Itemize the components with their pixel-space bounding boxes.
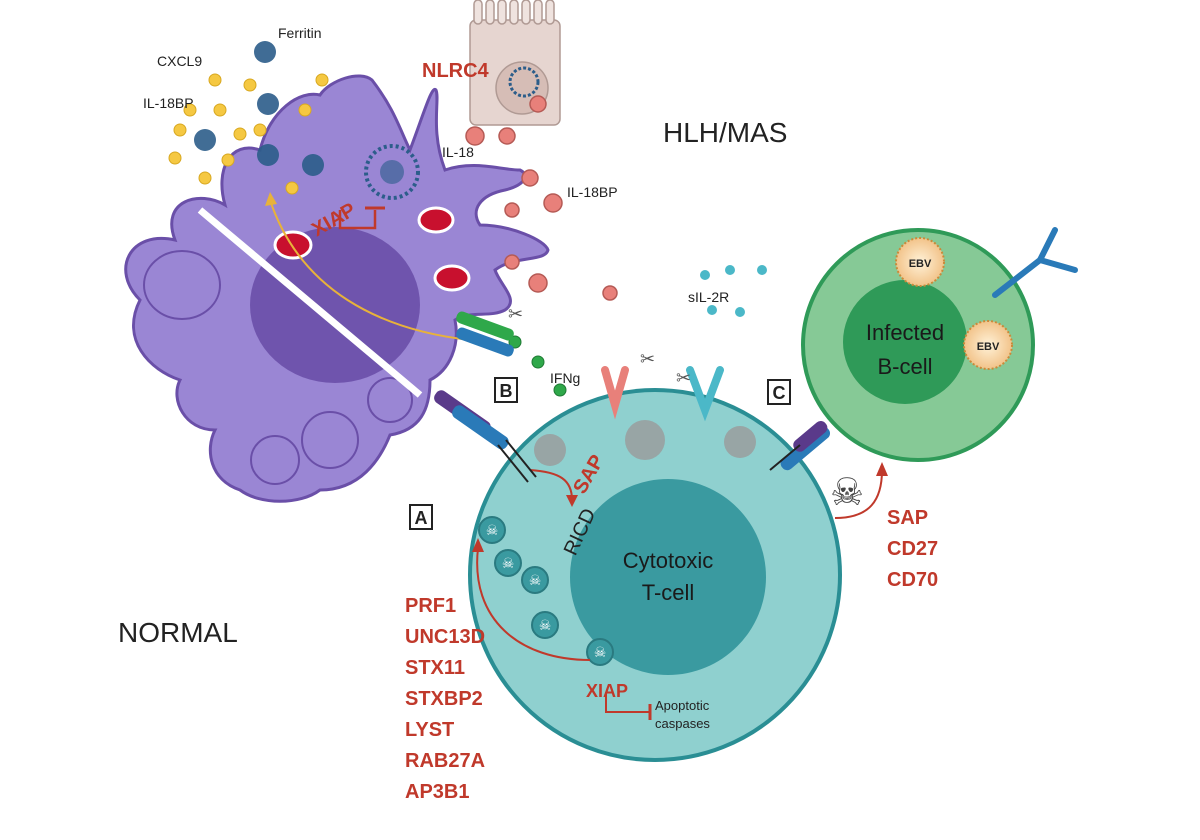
panel-label-b: B bbox=[500, 381, 513, 401]
tcr-receptor-c bbox=[769, 421, 831, 471]
antibody-icon bbox=[992, 227, 1078, 298]
il18-particles bbox=[465, 126, 618, 301]
gene-label: SAP bbox=[887, 507, 928, 529]
svg-text:✂: ✂ bbox=[640, 349, 655, 370]
xiap-tcell-inhibition bbox=[605, 692, 650, 713]
receptor-cluster bbox=[456, 311, 514, 357]
gene-label: PRF1 bbox=[405, 595, 456, 617]
ferritin-particles bbox=[194, 41, 324, 176]
epithelial-cell bbox=[469, 0, 561, 126]
panel-box-c bbox=[767, 379, 791, 405]
heading-normal: NORMAL bbox=[118, 617, 238, 648]
xiap-inhibition-line bbox=[338, 210, 377, 230]
cytotoxic-t-cell: ☠ ☠ ☠ ☠ ☠ bbox=[468, 388, 842, 762]
ebv-label-2: EBV bbox=[977, 341, 1000, 353]
secretion-arrowhead bbox=[265, 192, 277, 206]
gene-label: STX11 bbox=[405, 657, 465, 679]
sil2r-fragments bbox=[700, 265, 767, 317]
panel-box-b bbox=[494, 377, 518, 403]
infected-b-cell bbox=[801, 228, 1035, 462]
gene-list-bcell: SAP CD27 CD70 bbox=[887, 507, 938, 591]
sap-arrow bbox=[529, 469, 573, 501]
degranulation-arrowhead bbox=[472, 538, 484, 552]
label-xiap-tcell: XIAP bbox=[586, 681, 628, 701]
degranulation-arrow bbox=[476, 547, 591, 661]
label-il18: IL-18 bbox=[442, 144, 474, 160]
gene-label: CD27 bbox=[887, 538, 938, 560]
tcell-label-2: T-cell bbox=[642, 580, 695, 605]
label-sil2r: sIL-2R bbox=[688, 289, 729, 305]
svg-text:☠: ☠ bbox=[502, 556, 515, 572]
panel-box-a bbox=[409, 504, 433, 530]
svg-text:☠: ☠ bbox=[486, 523, 499, 539]
divider-line bbox=[197, 207, 423, 398]
label-cxcl9: CXCL9 bbox=[157, 53, 202, 69]
bcell-kill-arrowhead bbox=[876, 462, 888, 476]
label-nlrc4: NLRC4 bbox=[422, 60, 490, 82]
svg-text:☠: ☠ bbox=[529, 573, 542, 589]
bcell-label-2: B-cell bbox=[877, 354, 932, 379]
svg-text:☠: ☠ bbox=[594, 645, 607, 661]
bcell-kill-arrow bbox=[834, 469, 883, 519]
ebv-virus-1 bbox=[895, 237, 945, 287]
svg-text:✂: ✂ bbox=[676, 368, 691, 389]
svg-text:✂: ✂ bbox=[508, 304, 523, 325]
ebv-virus-2 bbox=[963, 320, 1013, 370]
cxcl9-particles bbox=[168, 73, 329, 195]
label-il18bp-left: IL-18BP bbox=[143, 95, 194, 111]
secretion-arrow bbox=[269, 199, 471, 341]
macrophage bbox=[124, 74, 550, 503]
label-apoptotic-2: caspases bbox=[655, 716, 710, 731]
gene-label: AP3B1 bbox=[405, 781, 469, 803]
label-ifng: IFNg bbox=[550, 370, 580, 386]
gene-label: RAB27A bbox=[405, 750, 485, 772]
tcell-label-1: Cytotoxic bbox=[623, 548, 713, 573]
scissors-icon: ✂ ✂ ✂ bbox=[508, 304, 691, 389]
panel-label-c: C bbox=[773, 383, 786, 403]
ebv-label-1: EBV bbox=[909, 258, 932, 270]
gene-label: STXBP2 bbox=[405, 688, 483, 710]
heading-hlh-mas: HLH/MAS bbox=[663, 117, 787, 148]
gene-list-cytotoxic: PRF1 UNC13D STX11 STXBP2 LYST RAB27A AP3… bbox=[405, 595, 485, 803]
gene-label: LYST bbox=[405, 719, 454, 741]
skull-icon: ☠ bbox=[830, 470, 864, 514]
bcell-label-1: Infected bbox=[866, 320, 944, 345]
gene-label: CD70 bbox=[887, 569, 938, 591]
svg-text:☠: ☠ bbox=[539, 618, 552, 634]
panel-label-a: A bbox=[415, 508, 428, 528]
tcr-receptor-a bbox=[434, 390, 537, 483]
il2-receptors bbox=[601, 366, 724, 422]
label-apoptotic-1: Apoptotic bbox=[655, 698, 710, 713]
sap-arrowhead bbox=[566, 495, 578, 507]
gene-label: UNC13D bbox=[405, 626, 485, 648]
label-il18bp-right: IL-18BP bbox=[567, 184, 618, 200]
label-ferritin: Ferritin bbox=[278, 25, 322, 41]
